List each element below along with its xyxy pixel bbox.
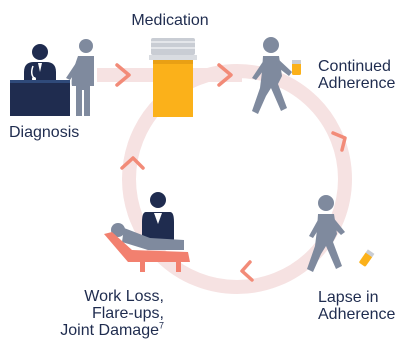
medication-label: Medication <box>110 12 230 29</box>
doctor-at-desk-icon <box>10 44 70 116</box>
pill-bottle-icon <box>149 38 197 117</box>
continued-adherence-line2: Adherence <box>318 75 396 92</box>
work-loss-line2: Flare-ups, <box>91 305 164 322</box>
cycle-arrow-icon <box>115 63 131 87</box>
continued-adherence-line1: Continued <box>318 58 391 75</box>
medication-label-text: Medication <box>131 12 209 29</box>
lapse-in-adherence-label: Lapse in Adherence <box>318 289 395 323</box>
walking-person-with-pill-icon <box>252 37 301 114</box>
work-loss-label: Work Loss, Flare-ups, Joint Damage7 <box>40 288 164 339</box>
lapse-in-adherence-line2: Adherence <box>318 306 396 323</box>
continued-adherence-label: Continued Adherence <box>318 58 395 92</box>
walking-person-dropping-pill-icon <box>307 195 375 272</box>
cycle-arrow-icon <box>217 63 233 87</box>
work-loss-line1: Work Loss, <box>84 288 164 305</box>
patient-in-bed-icon <box>104 192 190 272</box>
cycle-arrow-icon <box>240 260 254 282</box>
cycle-arrow-icon <box>120 156 145 170</box>
work-loss-line3: Joint Damage7 <box>40 320 164 339</box>
work-loss-line3-text: Joint Damage <box>60 322 159 339</box>
footnote-marker: 7 <box>158 320 164 331</box>
cycle-arrow-icon <box>331 131 347 152</box>
diagnosis-label-text: Diagnosis <box>9 124 80 141</box>
diagnosis-label: Diagnosis <box>9 124 79 141</box>
standing-patient-icon <box>66 39 94 116</box>
lapse-in-adherence-line1: Lapse in <box>318 289 379 306</box>
